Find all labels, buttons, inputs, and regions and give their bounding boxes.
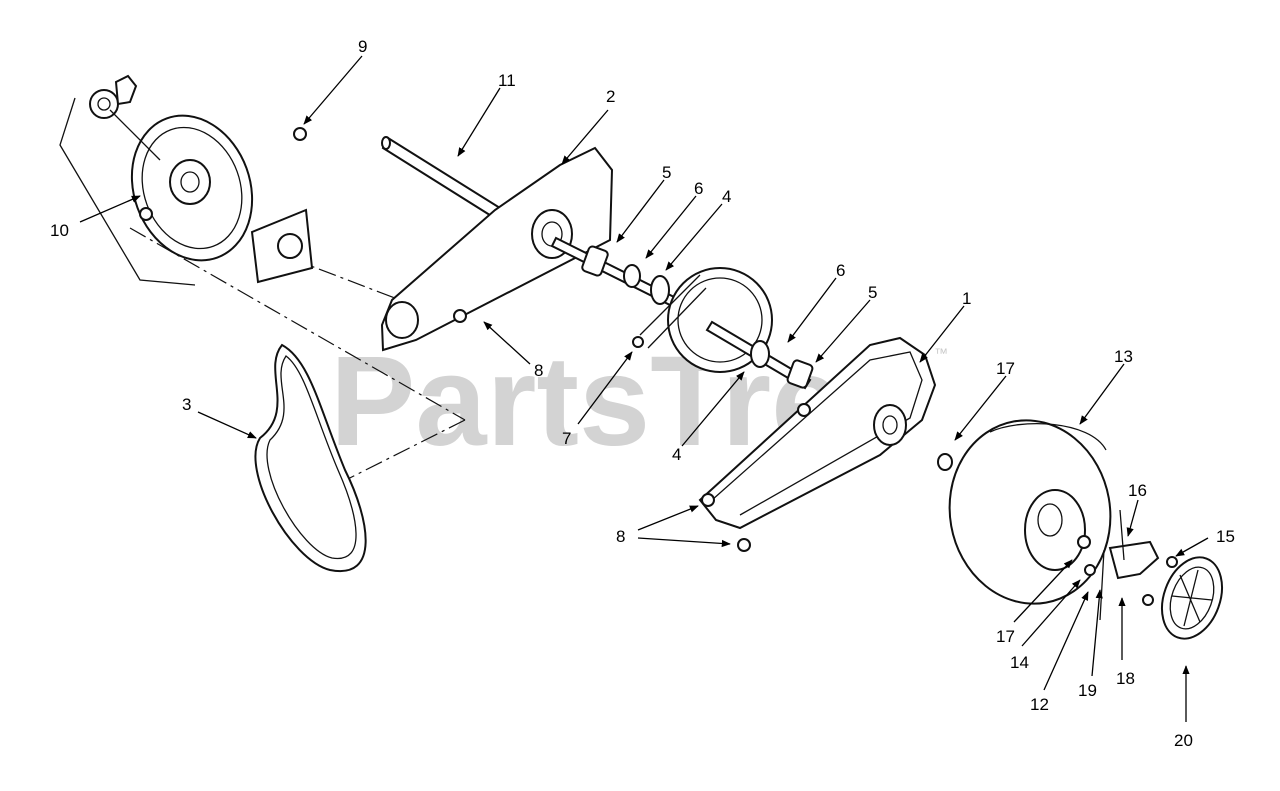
drive-belt: [254, 343, 367, 573]
callout-5a: 5: [662, 163, 671, 182]
callout-13: 13: [1114, 347, 1133, 366]
callout-2: 2: [606, 87, 615, 106]
callout-18: 18: [1116, 669, 1135, 688]
callout-12: 12: [1030, 695, 1049, 714]
pulley-assembly: [89, 74, 314, 284]
callout-17a: 17: [996, 359, 1015, 378]
callout-10: 10: [50, 221, 69, 240]
shaft-spacers-lower: [705, 320, 814, 390]
callout-5b: 5: [868, 283, 877, 302]
watermark-trademark: ™: [934, 345, 948, 361]
shaft-spacers-upper: [550, 236, 682, 310]
callout-14: 14: [1010, 653, 1029, 672]
centerlines: [59, 97, 466, 499]
callout-labels: 1 2 3 4 4 5 5 6 6 7 8 8 9 10 11 12 13 14…: [50, 37, 1235, 750]
callout-9: 9: [358, 37, 367, 56]
callout-7: 7: [562, 429, 571, 448]
hubcap: [1161, 556, 1223, 640]
callout-6b: 6: [836, 261, 845, 280]
callout-17b: 17: [996, 627, 1015, 646]
callout-19: 19: [1078, 681, 1097, 700]
wheel-hardware: [1084, 509, 1178, 621]
callout-4a: 4: [722, 187, 731, 206]
callout-8b: 8: [616, 527, 625, 546]
callout-1: 1: [962, 289, 971, 308]
callout-16: 16: [1128, 481, 1147, 500]
callout-4b: 4: [672, 445, 681, 464]
leader-lines: [79, 55, 1209, 722]
washer: [937, 453, 953, 471]
frame-plate: [380, 146, 614, 352]
callout-11: 11: [498, 71, 516, 90]
wheel: [948, 419, 1112, 605]
callout-3: 3: [182, 395, 191, 414]
chain-case-cover: [698, 336, 937, 552]
callout-8a: 8: [534, 361, 543, 380]
callout-15: 15: [1216, 527, 1235, 546]
callout-6a: 6: [694, 179, 703, 198]
axle-shaft: [381, 136, 502, 219]
callout-20: 20: [1174, 731, 1193, 750]
